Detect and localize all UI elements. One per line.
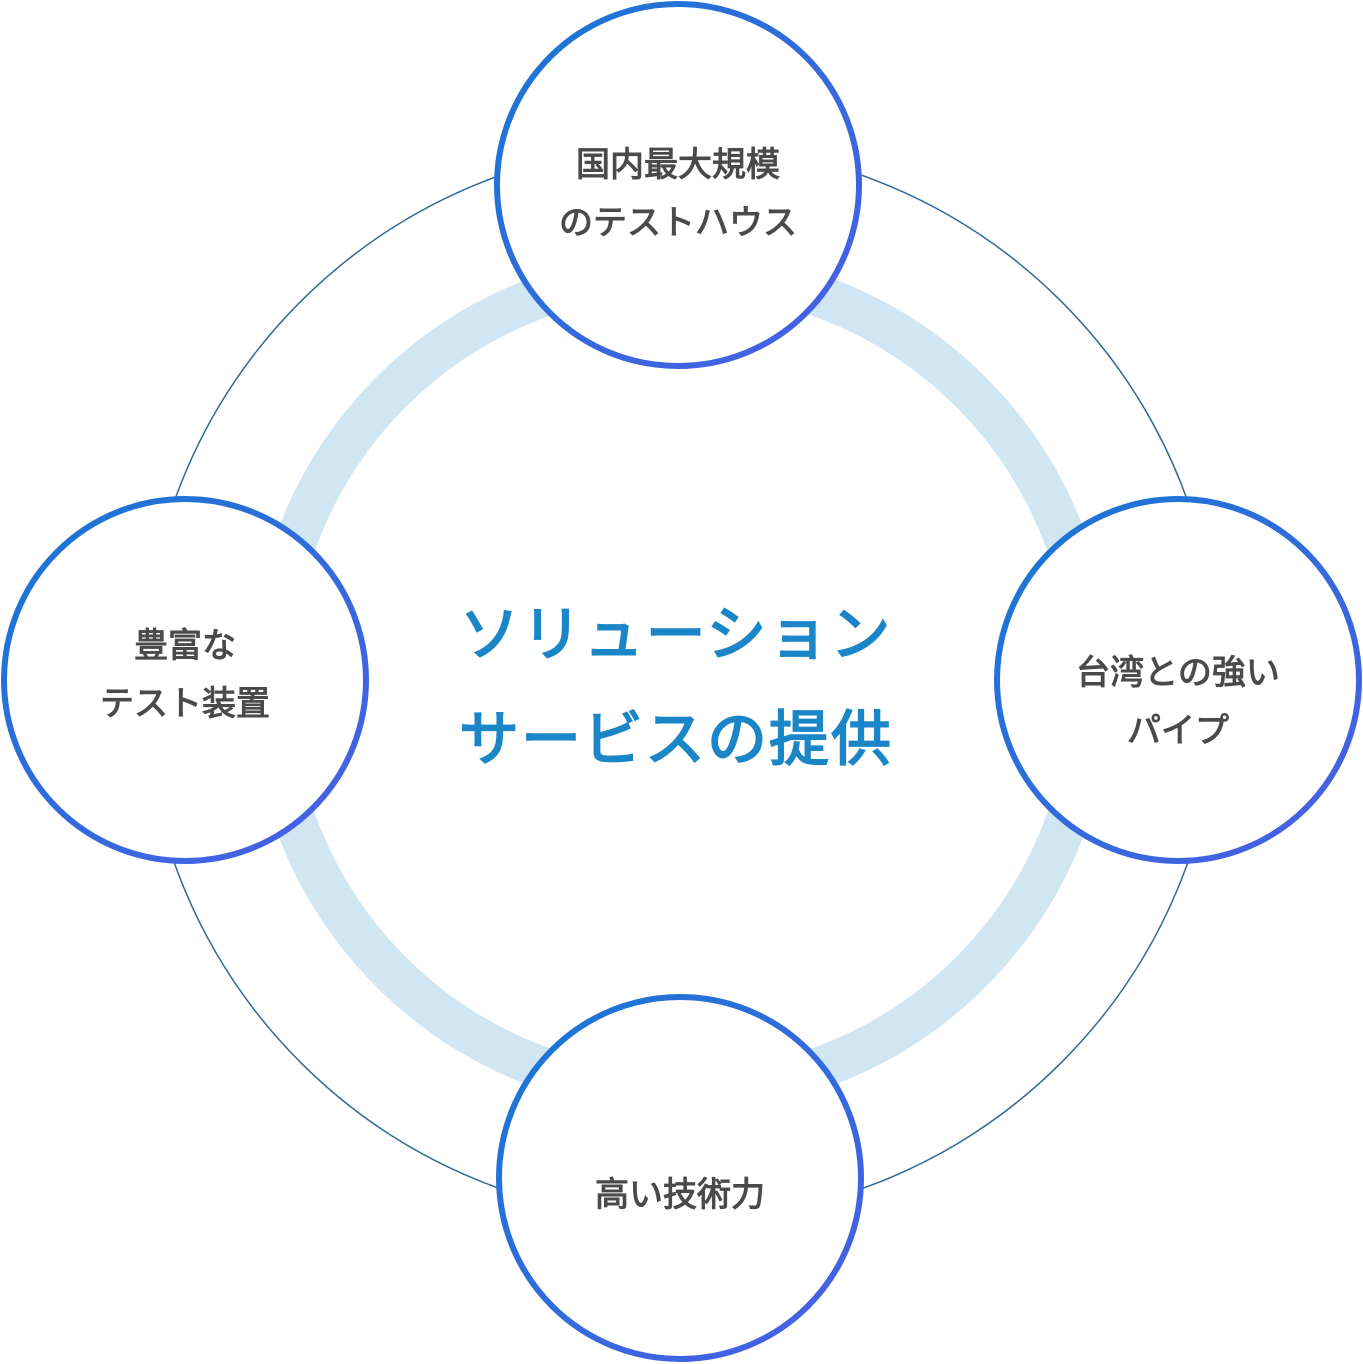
node-left: 豊富な テスト装置	[1, 496, 369, 864]
node-left-label-line1: 豊富な	[134, 626, 236, 666]
node-bottom-circle	[496, 994, 864, 1362]
node-right-circle	[994, 496, 1362, 864]
node-top-label-line2: のテストハウス	[559, 203, 797, 243]
node-left-label-line2: テスト装置	[100, 684, 270, 724]
node-top-label-line1: 国内最大規模	[576, 145, 780, 185]
node-right: 台湾との強い パイプ	[994, 496, 1362, 864]
node-right-label-line2: パイプ	[1127, 711, 1229, 751]
inner-ring	[250, 251, 1112, 1113]
node-top-circle	[494, 1, 862, 369]
node-bottom-label-line1: 高い技術力	[595, 1175, 765, 1215]
node-left-circle	[1, 496, 369, 864]
node-bottom: 高い技術力	[496, 994, 864, 1362]
center-title-line2: サービスの提供	[459, 705, 893, 775]
node-right-label-line1: 台湾との強い	[1076, 653, 1280, 693]
center-title-line1: ソリューション	[460, 600, 893, 670]
node-top: 国内最大規模 のテストハウス	[494, 1, 862, 369]
